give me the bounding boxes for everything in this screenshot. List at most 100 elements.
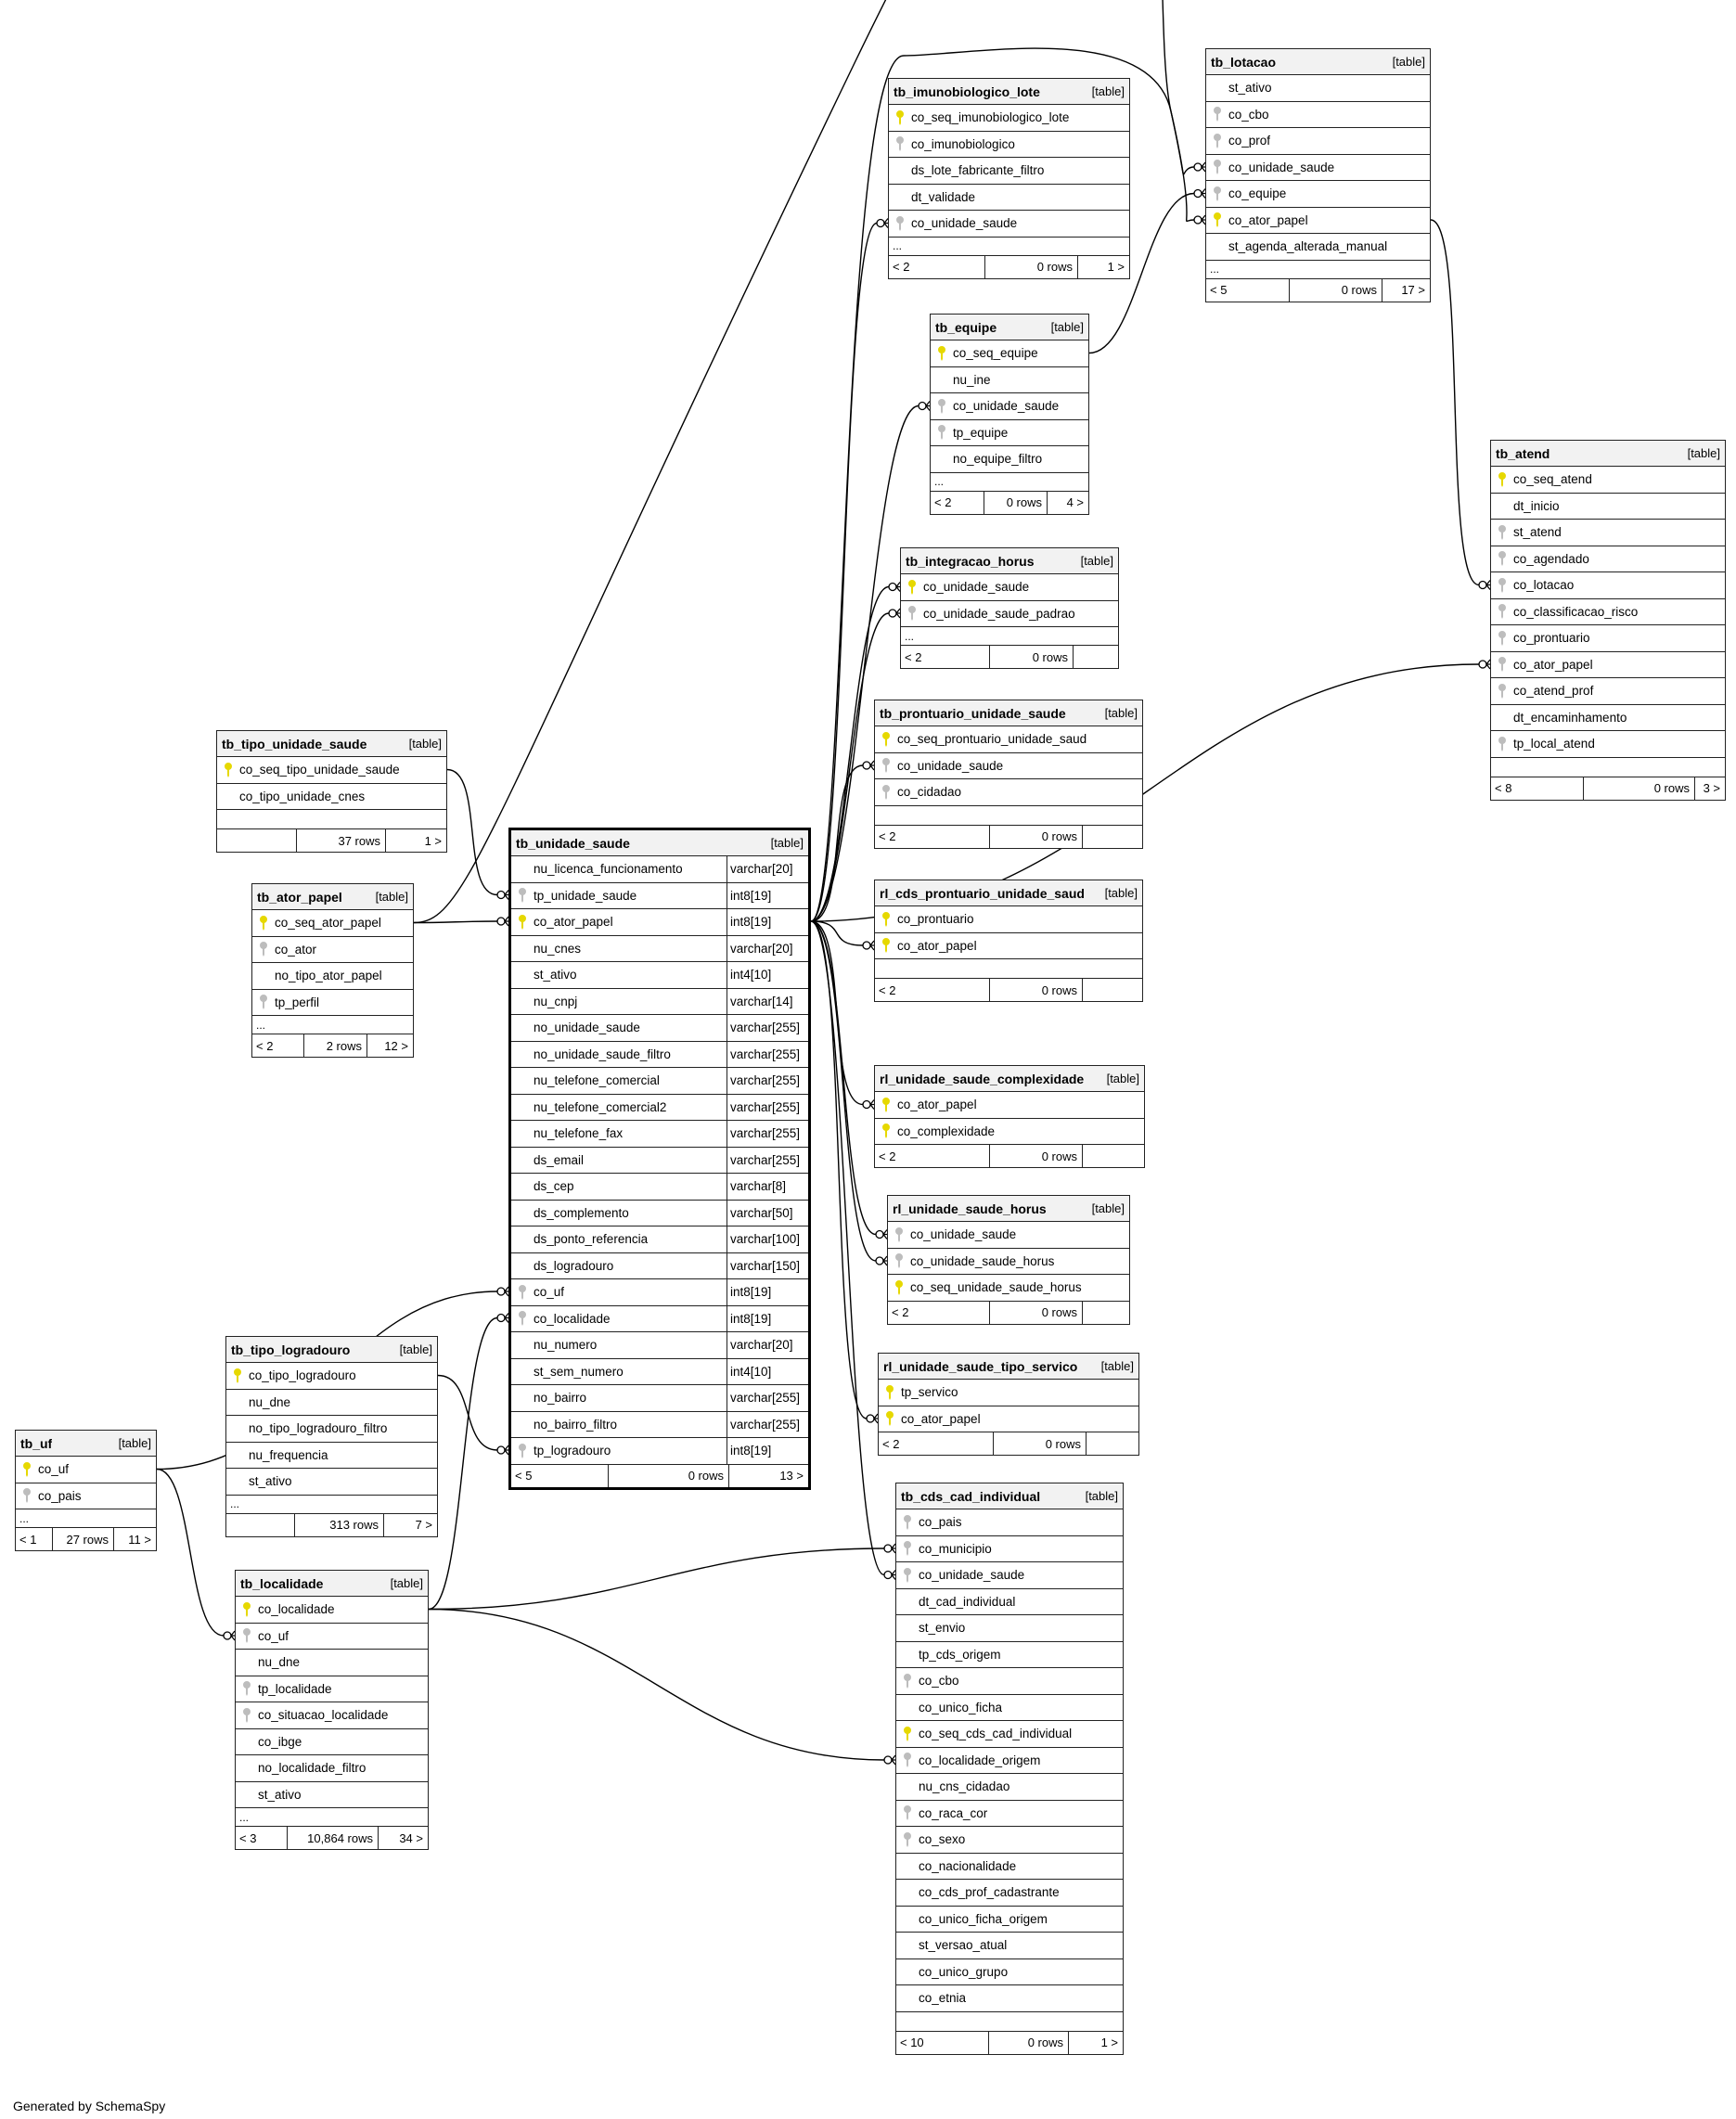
- table-rl-unidade-saude-horus[interactable]: rl_unidade_saude_horus[table]co_unidade_…: [887, 1195, 1130, 1325]
- row-count[interactable]: 0 rows: [984, 491, 1048, 514]
- table-name[interactable]: tb_integracao_horus: [906, 553, 1035, 569]
- parents-count[interactable]: < 2: [888, 1301, 990, 1324]
- column-row[interactable]: tp_localidade: [236, 1676, 428, 1702]
- column-row[interactable]: st_versao_atual: [896, 1933, 1123, 1959]
- column-row[interactable]: co_seq_atend: [1491, 467, 1725, 494]
- table-tb-imunobiologico-lote[interactable]: tb_imunobiologico_lote[table]co_seq_imun…: [888, 78, 1130, 279]
- column-row[interactable]: no_tipo_ator_papel: [252, 963, 413, 990]
- column-row[interactable]: co_unidade_saude: [888, 1222, 1129, 1249]
- column-row[interactable]: co_localidade: [236, 1597, 428, 1624]
- parents-count[interactable]: [226, 1513, 295, 1536]
- children-count[interactable]: 4 >: [1066, 495, 1084, 509]
- row-count[interactable]: 0 rows: [990, 1145, 1083, 1167]
- parents-count[interactable]: < 1: [16, 1528, 53, 1550]
- column-row[interactable]: co_sexo: [896, 1827, 1123, 1854]
- column-row[interactable]: nu_cns_cidadao: [896, 1774, 1123, 1801]
- table-name[interactable]: tb_tipo_logradouro: [231, 1342, 351, 1357]
- parents-count[interactable]: [217, 829, 297, 852]
- column-row[interactable]: co_raca_cor: [896, 1801, 1123, 1827]
- children-count[interactable]: 12 >: [384, 1038, 408, 1053]
- column-row[interactable]: co_prontuario: [875, 906, 1142, 933]
- table-tb-unidade-saude[interactable]: tb_unidade_saude[table]nu_licenca_funcio…: [508, 828, 811, 1490]
- table-name[interactable]: tb_unidade_saude: [516, 835, 630, 851]
- children-count[interactable]: 34 >: [399, 1830, 423, 1845]
- row-count[interactable]: 313 rows: [295, 1513, 384, 1536]
- table-tb-prontuario-unidade-saude[interactable]: tb_prontuario_unidade_saude[table]co_seq…: [874, 700, 1143, 849]
- row-count[interactable]: 2 rows: [304, 1034, 367, 1057]
- column-row[interactable]: co_unidade_saude_horus: [888, 1249, 1129, 1275]
- table-name[interactable]: tb_equipe: [935, 319, 997, 335]
- table-name[interactable]: tb_lotacao: [1211, 54, 1277, 70]
- parents-count[interactable]: < 2: [879, 1432, 994, 1455]
- column-row[interactable]: co_ator_papel: [1491, 652, 1725, 678]
- children-count[interactable]: [1083, 979, 1142, 1001]
- column-row[interactable]: co_unidade_saude: [875, 753, 1142, 779]
- children-count[interactable]: 11 >: [128, 1532, 151, 1547]
- parents-count[interactable]: < 8: [1491, 777, 1584, 800]
- column-row[interactable]: co_localidade_origem: [896, 1748, 1123, 1774]
- column-row[interactable]: co_ator: [252, 937, 413, 963]
- parents-count[interactable]: < 3: [236, 1827, 288, 1849]
- column-row[interactable]: co_nacionalidade: [896, 1854, 1123, 1880]
- row-count[interactable]: 0 rows: [985, 255, 1078, 278]
- column-row[interactable]: st_atend: [1491, 520, 1725, 546]
- table-name[interactable]: tb_tipo_unidade_saude: [222, 736, 367, 751]
- column-row[interactable]: co_tipo_logradouro: [226, 1363, 437, 1390]
- column-row[interactable]: co_unidade_saude: [931, 393, 1088, 420]
- table-name[interactable]: rl_unidade_saude_horus: [893, 1201, 1047, 1216]
- row-count[interactable]: 0 rows: [989, 2031, 1069, 2054]
- column-row[interactable]: tp_equipe: [931, 420, 1088, 446]
- column-row[interactable]: no_localidade_filtro: [236, 1755, 428, 1782]
- row-count[interactable]: 10,864 rows: [288, 1827, 379, 1849]
- column-row[interactable]: co_equipe: [1206, 181, 1430, 208]
- column-row[interactable]: st_agenda_alterada_manual: [1206, 234, 1430, 261]
- column-row[interactable]: co_unidade_saude_padrao: [901, 601, 1118, 627]
- column-row[interactable]: co_etnia: [896, 1985, 1123, 2012]
- children-count[interactable]: 7 >: [415, 1518, 432, 1532]
- column-row[interactable]: co_situacao_localidade: [236, 1702, 428, 1729]
- column-row[interactable]: co_unidade_saude: [901, 574, 1118, 601]
- column-row[interactable]: co_prof: [1206, 128, 1430, 155]
- table-name[interactable]: rl_unidade_saude_tipo_servico: [883, 1358, 1078, 1374]
- row-count[interactable]: 0 rows: [990, 646, 1074, 668]
- column-row[interactable]: ds_lote_fabricante_filtro: [889, 158, 1129, 185]
- column-row[interactable]: dt_inicio: [1491, 494, 1725, 520]
- column-row[interactable]: co_municipio: [896, 1536, 1123, 1562]
- column-row[interactable]: tp_local_atend: [1491, 731, 1725, 758]
- column-row[interactable]: co_ator_papel: [875, 933, 1142, 959]
- column-row[interactable]: co_ator_papel: [879, 1406, 1138, 1432]
- column-row[interactable]: co_ibge: [236, 1729, 428, 1755]
- column-row[interactable]: co_unico_ficha_origem: [896, 1907, 1123, 1933]
- table-name[interactable]: tb_ator_papel: [257, 889, 342, 905]
- column-row[interactable]: co_cbo: [896, 1668, 1123, 1695]
- column-row[interactable]: co_tipo_unidade_cnes: [217, 784, 446, 810]
- children-count[interactable]: 1 >: [424, 833, 442, 848]
- column-row[interactable]: co_uf: [236, 1624, 428, 1650]
- table-name[interactable]: tb_prontuario_unidade_saude: [880, 705, 1066, 721]
- column-row[interactable]: co_prontuario: [1491, 625, 1725, 652]
- children-count[interactable]: [1074, 646, 1118, 668]
- table-name[interactable]: tb_uf: [20, 1435, 53, 1451]
- row-count[interactable]: 0 rows: [994, 1432, 1087, 1455]
- table-rl-unidade-saude-complexidade[interactable]: rl_unidade_saude_complexidade[table]co_a…: [874, 1065, 1145, 1168]
- children-count[interactable]: 1 >: [1100, 2036, 1118, 2049]
- column-row[interactable]: co_complexidade: [875, 1119, 1144, 1145]
- row-count[interactable]: 0 rows: [990, 979, 1083, 1001]
- parents-count[interactable]: < 5: [1206, 278, 1290, 302]
